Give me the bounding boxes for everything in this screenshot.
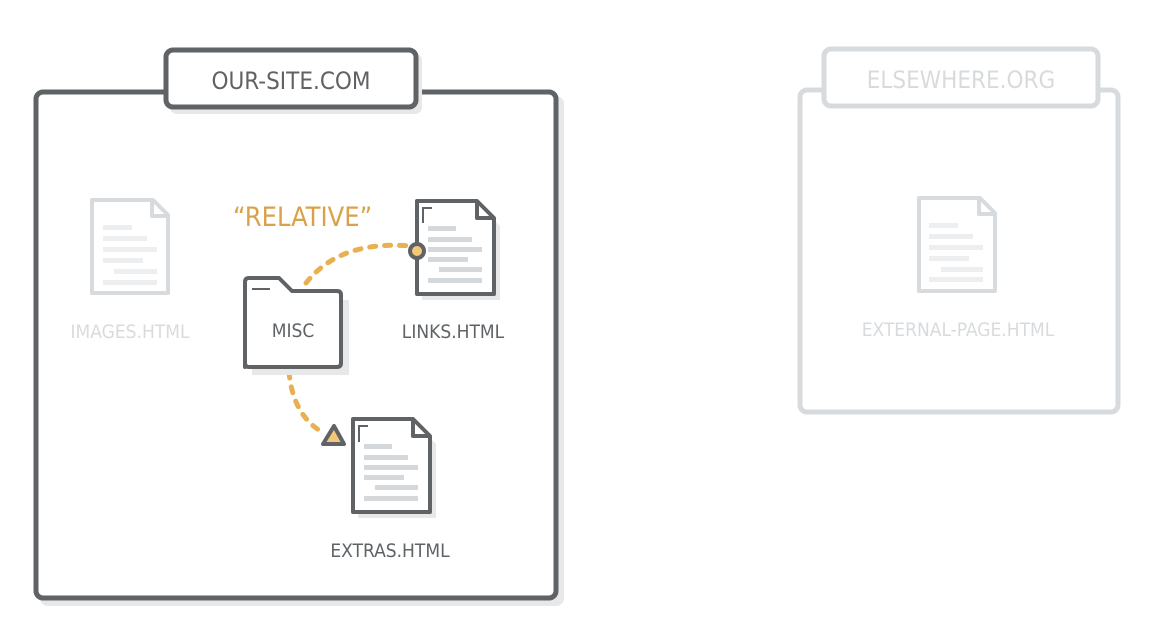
external-page-file[interactable]: EXTERNAL-PAGE.HTML — [862, 196, 1055, 341]
link-anchor-circle-icon — [408, 242, 426, 260]
relative-links — [286, 242, 413, 435]
misc-folder-label: MISC — [272, 320, 315, 342]
document-icon — [351, 417, 432, 514]
images-file-label: IMAGES.HTML — [70, 321, 190, 343]
extras-file-label: EXTRAS.HTML — [330, 540, 450, 562]
document-icon — [90, 198, 170, 295]
external-page-file-label: EXTERNAL-PAGE.HTML — [862, 319, 1055, 341]
link-misc-to-extras — [286, 369, 325, 435]
links-file-label: LINKS.HTML — [402, 321, 505, 343]
link-arrow-triangle-icon — [321, 424, 346, 446]
links-file[interactable]: LINKS.HTML — [402, 199, 505, 343]
misc-folder[interactable]: MISC — [243, 276, 349, 375]
folder-icon — [243, 276, 343, 369]
extras-file[interactable]: EXTRAS.HTML — [321, 417, 450, 562]
document-icon — [917, 196, 997, 293]
relative-annotation: “RELATIVE” — [233, 202, 372, 233]
images-file[interactable]: IMAGES.HTML — [70, 198, 190, 343]
our-site-title: OUR-SITE.COM — [211, 67, 370, 95]
document-icon — [415, 199, 496, 296]
elsewhere-title: ELSEWHERE.ORG — [867, 66, 1055, 94]
